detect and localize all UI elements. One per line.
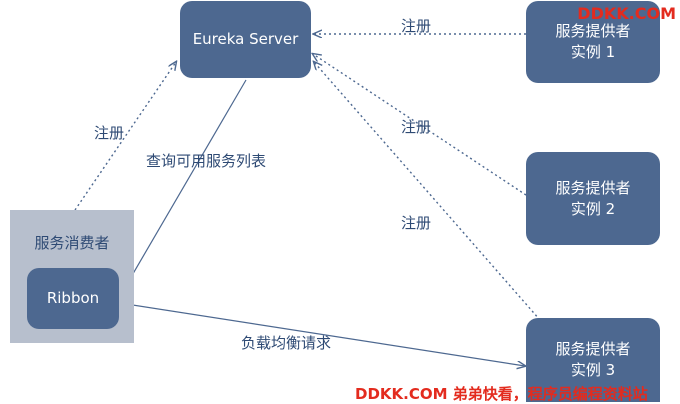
ribbon-node: Ribbon: [27, 268, 119, 329]
edge-register-consumer: [74, 62, 176, 211]
edge-label-load-balance: 负载均衡请求: [241, 334, 332, 352]
service-consumer-group: 服务消费者 Ribbon: [10, 210, 134, 343]
eureka-server-label: Eureka Server: [192, 30, 299, 48]
provider-3-node: 服务提供者 实例 3: [526, 318, 660, 402]
edge-load-balance: [119, 302, 525, 366]
watermark-bottom: DDKK.COM 弟弟快看，程序员编程资料站: [355, 385, 648, 403]
edge-label-register-p1: 注册: [401, 17, 432, 35]
eureka-server-node: Eureka Server: [180, 1, 311, 78]
edge-label-register-p3: 注册: [401, 214, 432, 232]
provider-2-title: 服务提供者: [555, 178, 631, 197]
edge-label-query-services: 查询可用服务列表: [146, 152, 267, 170]
service-consumer-label: 服务消费者: [34, 234, 110, 252]
edge-label-register-p2: 注册: [401, 118, 432, 136]
ribbon-label: Ribbon: [46, 289, 100, 307]
provider-2-instance: 实例 2: [570, 199, 616, 218]
provider-2-node: 服务提供者 实例 2: [526, 152, 660, 245]
edge-label-register-consumer: 注册: [94, 124, 125, 142]
watermark-top: DDKK.COM: [577, 4, 676, 23]
edge-query-services: [120, 79, 247, 296]
edge-register-p3: [314, 62, 541, 321]
provider-1-node: 服务提供者 实例 1: [526, 1, 660, 83]
provider-1-title: 服务提供者: [555, 22, 631, 40]
provider-1-instance: 实例 1: [570, 43, 616, 61]
provider-3-title: 服务提供者: [555, 340, 631, 358]
provider-3-instance: 实例 3: [570, 361, 616, 379]
